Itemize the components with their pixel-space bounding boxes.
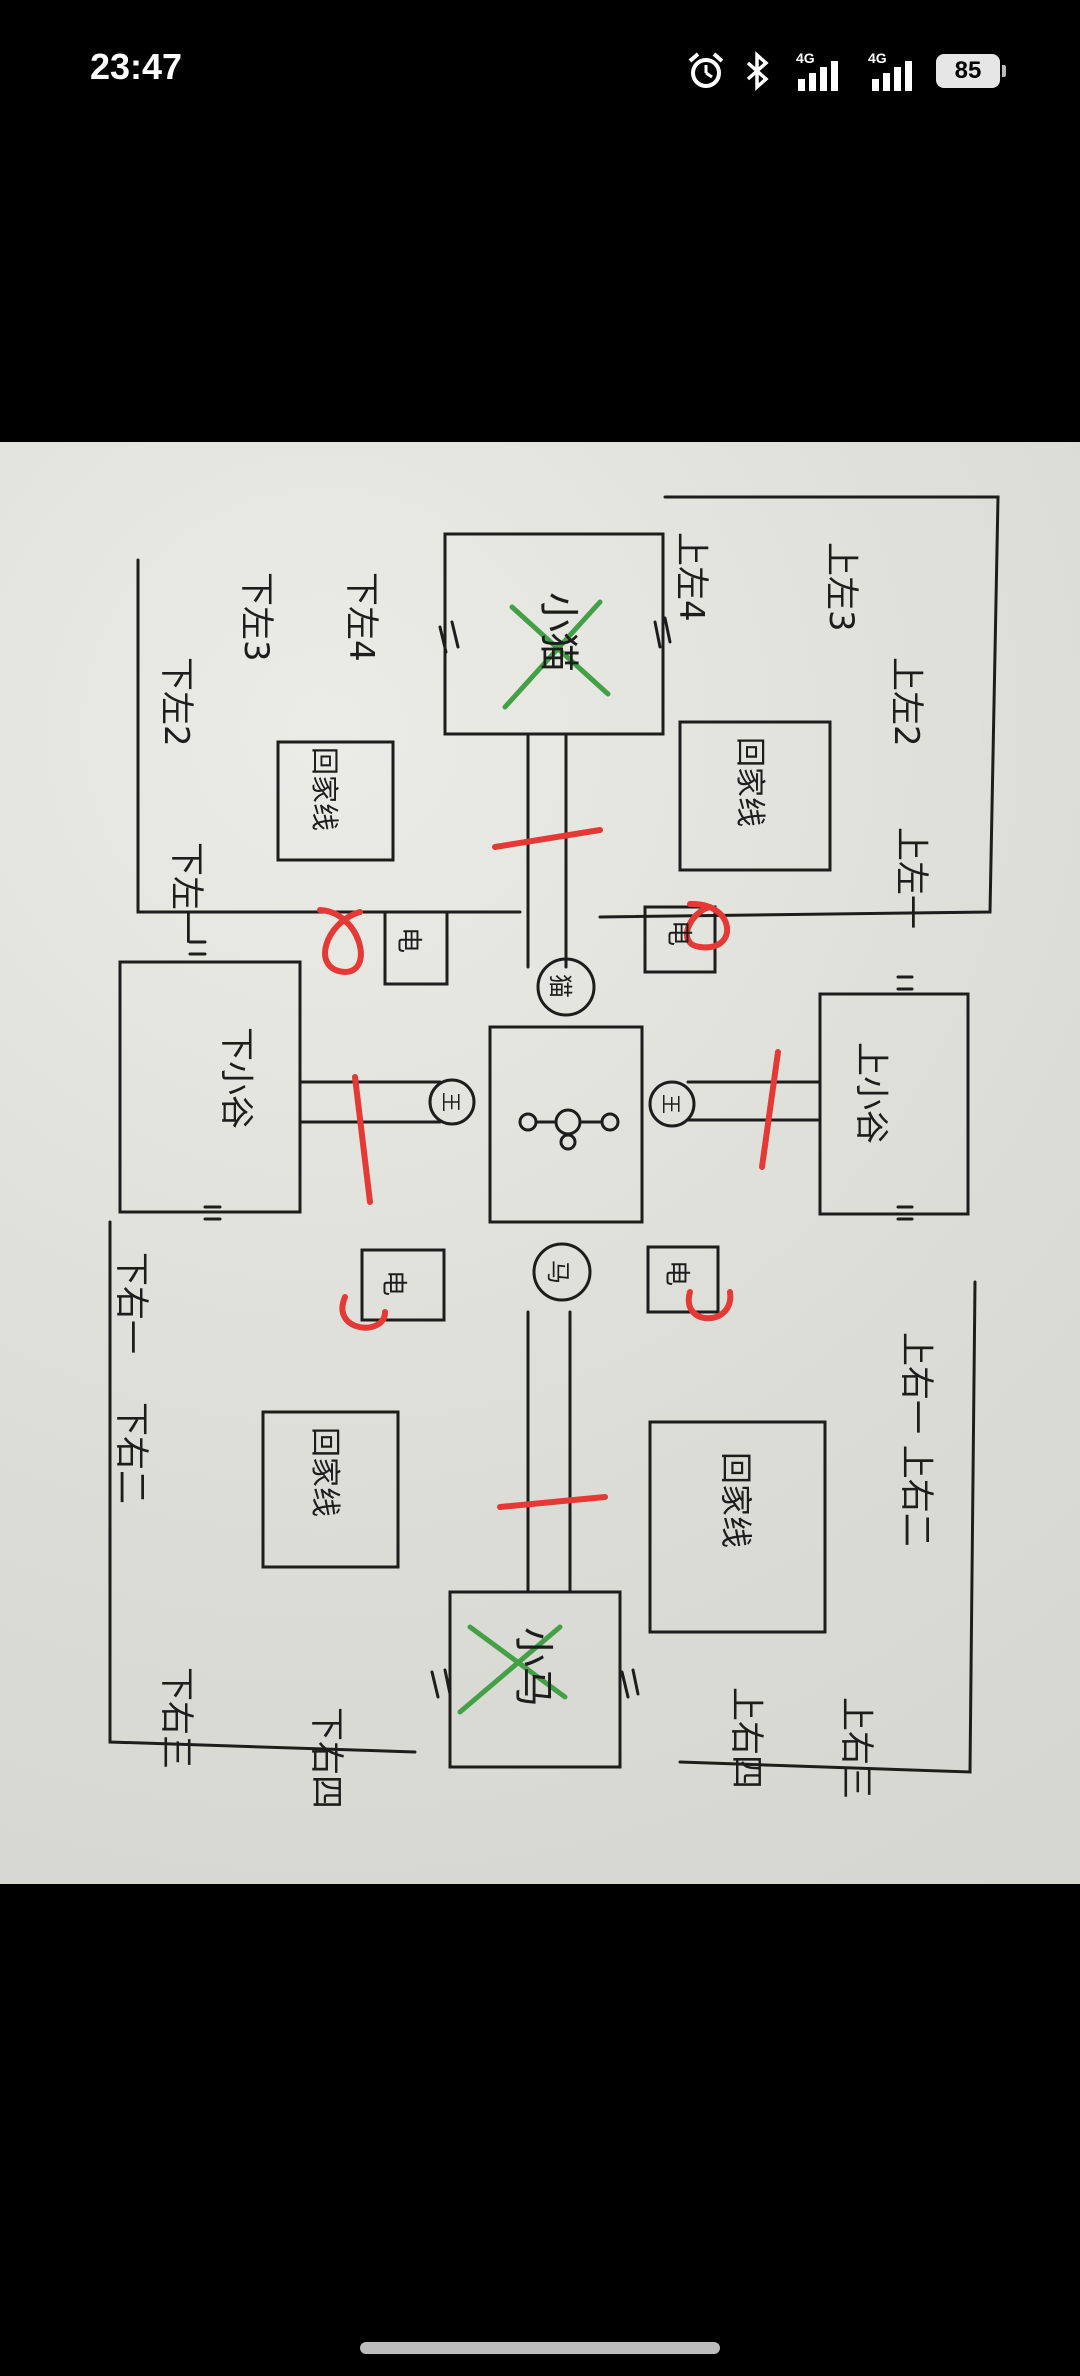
network-label-2: 4G [868,50,887,66]
small-box-2 [383,910,449,986]
signal-icon: 4G [788,49,848,93]
small-box-3 [646,1245,720,1314]
label-bottom-right-2: 下右二 [111,1402,151,1504]
label-small-top-right: 电 [663,920,693,946]
label-top-left-4: 上左4 [671,532,711,622]
label-bottom-right-3: 下右三 [156,1667,196,1769]
label-small-top-left: 电 [393,927,423,953]
label-bottom-left-1: 下左一 [166,842,206,944]
small-box-4 [360,1248,446,1322]
alarm-icon [686,51,726,91]
small-box-1 [643,905,717,974]
label-room-bottom: 小马 [510,1627,556,1707]
battery-indicator: 85 [936,54,1006,88]
label-mark-bottom: 马 [544,1260,572,1284]
label-mark-top: 猫 [546,974,574,998]
green-cross-top-b [502,599,603,710]
red-circle-1 [317,907,364,976]
center-room [488,1025,644,1224]
label-map-3: 回家线 [717,1452,755,1548]
room-right [818,992,970,1216]
outline-bottom-right [678,1280,977,1774]
label-small-bottom-right: 电 [661,1260,691,1286]
label-top-right-3: 上右三 [836,1697,876,1799]
signal-icon: 4G [862,49,922,93]
label-top-left-2: 上左2 [886,657,926,747]
red-circle-3 [339,1294,388,1331]
label-mark-left: 王 [439,1092,463,1112]
label-mark-right: 王 [659,1094,683,1114]
status-time: 23:47 [90,46,183,87]
label-bottom-right-1: 下右一 [111,1252,151,1354]
label-top-small: 上小谷 [851,1042,891,1144]
red-mark-top [492,827,603,850]
label-top-left-3: 上左3 [821,542,861,632]
network-label-1: 4G [796,50,815,66]
marker-left [428,1078,476,1126]
map-box-1 [678,720,832,872]
label-map-2: 回家线 [308,747,341,831]
status-bar: 23:47 4G 4G 85 [0,0,1080,140]
label-bottom-left-2: 下左2 [156,657,196,747]
label-top-right: 上右一 上右二 [896,1332,936,1547]
map-box-2 [276,740,395,862]
marker-bottom [532,1242,592,1302]
label-bottom-left-3: 下左3 [236,572,276,662]
outline-bottom-left [108,1220,417,1754]
room-top [443,532,665,736]
marker-top [536,957,596,1017]
marker-right [648,1080,696,1128]
bluetooth-icon [740,51,774,91]
green-cross-bottom-b [457,1624,563,1715]
green-cross-top-a [509,604,611,697]
label-top-left-1: 上左一 [891,827,931,929]
label-map-1: 回家线 [732,737,767,827]
red-circle-4 [685,1289,734,1322]
room-bottom [448,1590,622,1769]
red-mark-bottom [497,1494,608,1510]
map-box-4 [261,1410,400,1569]
label-small-bottom-left: 电 [378,1270,408,1296]
red-mark-left [352,1074,373,1205]
label-bottom-small: 下小谷 [216,1027,256,1129]
sketch-drawing: 上左3 上左4 上左2 上左一 下左4 下左3 下左2 下左一 上小谷 下小谷 … [108,495,1000,1809]
label-top-right-4: 上右四 [726,1687,766,1789]
red-circle-2 [683,900,730,951]
sketch-photo: 上左3 上左4 上左2 上左一 下左4 下左3 下左2 下左一 上小谷 下小谷 … [0,442,1080,1884]
outline-top-right [598,495,1000,919]
label-bottom-right-4: 下右四 [306,1707,346,1809]
room-left [118,960,302,1214]
label-map-4: 回家线 [307,1427,342,1517]
label-room-top: 小猫 [535,592,581,672]
label-bottom-left-4: 下左4 [341,572,381,662]
red-mark-right [759,1049,781,1170]
map-box-3 [648,1420,827,1634]
home-indicator[interactable] [360,2342,720,2354]
status-icons: 4G 4G 85 [686,48,1006,94]
